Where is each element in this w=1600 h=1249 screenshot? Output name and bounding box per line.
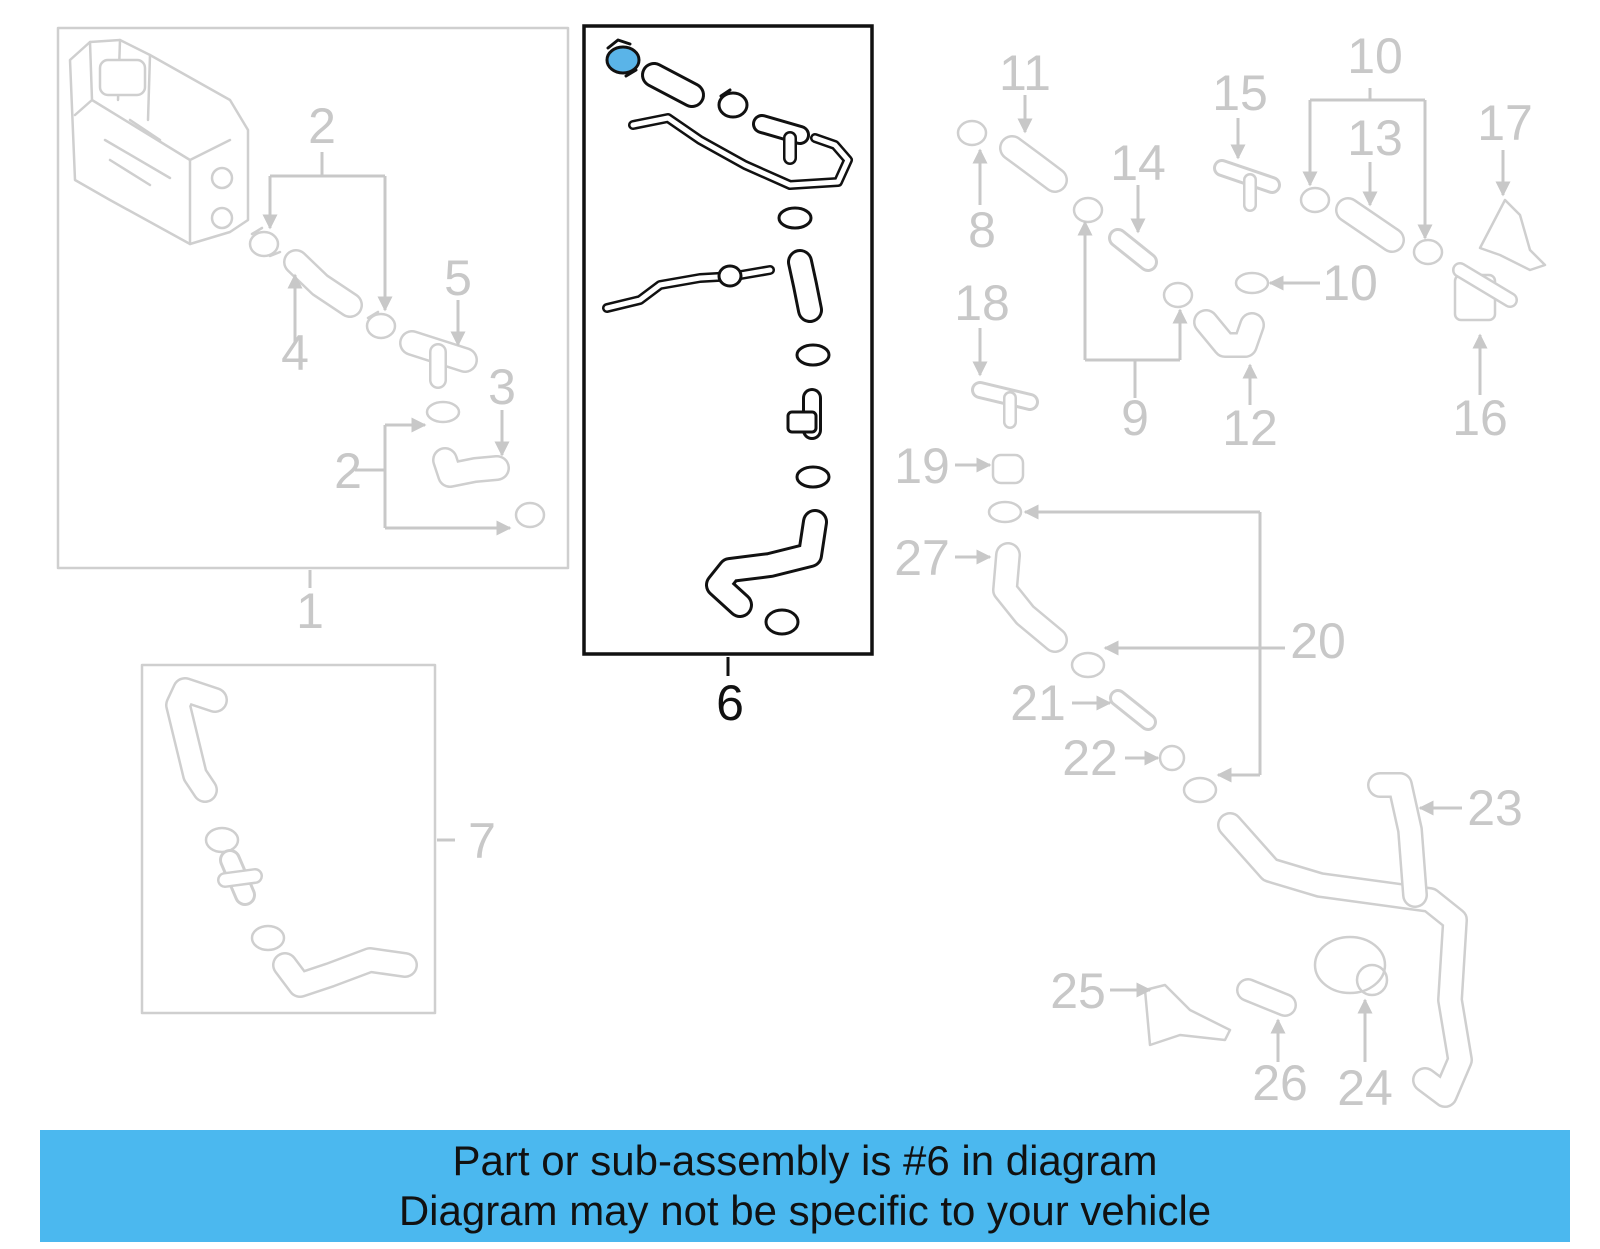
banner-line-1: Part or sub-assembly is #6 in diagram [452, 1137, 1158, 1184]
clamp-part [204, 826, 240, 854]
assembly-1-group[interactable]: 2 4 5 3 2 1 [56, 26, 570, 639]
callout-8: 8 [968, 202, 996, 258]
callout-22: 22 [1062, 730, 1118, 786]
banner-line-2: Diagram may not be specific to your vehi… [398, 1187, 1212, 1234]
callout-13: 13 [1347, 110, 1403, 166]
connector-21-part [1109, 689, 1157, 731]
right-parts-group: 11 8 14 15 10 13 17 10 16 12 9 18 19 27 … [894, 28, 1547, 1116]
callout-9: 9 [1121, 390, 1149, 446]
bracket-25-part [1143, 983, 1232, 1047]
clamp-10b-part [1234, 271, 1270, 295]
callout-14: 14 [1110, 135, 1166, 191]
clamp-part [764, 608, 800, 636]
curved-hose-part [787, 249, 823, 323]
callout-2-top: 2 [308, 98, 336, 154]
clamp-part [795, 343, 831, 367]
hose-11-part [999, 135, 1068, 193]
hose-27-part [992, 542, 1068, 653]
hose-7-upper-part [165, 677, 228, 803]
tee-15-part [1213, 159, 1281, 212]
lower-tube-part [602, 264, 775, 313]
bracket-17-part [1478, 198, 1547, 272]
clamp-part [987, 500, 1023, 524]
hose-13-part [1335, 197, 1405, 253]
assembly-6-box [582, 24, 874, 656]
clamp-part [795, 465, 831, 489]
clamp-part [1412, 238, 1444, 266]
callout-20: 20 [1290, 613, 1346, 669]
clamp-part [717, 88, 749, 119]
bottom-hose-part [705, 509, 828, 618]
callout-15: 15 [1212, 65, 1268, 121]
assembly-1-box [56, 26, 570, 570]
clamp-part [1182, 776, 1218, 804]
callout-7: 7 [468, 813, 496, 869]
connector-14-part [1108, 228, 1158, 272]
hose-7-lower-part [272, 947, 418, 998]
hose-4-part [283, 249, 363, 318]
callout-25: 25 [1050, 963, 1106, 1019]
pad-26-part [1236, 978, 1297, 1017]
assembly-7-group[interactable]: 7 [140, 663, 496, 1015]
clamp-part [250, 924, 286, 952]
callout-26: 26 [1252, 1055, 1308, 1111]
plug-22-part [1158, 744, 1186, 772]
clamp-part [425, 400, 461, 424]
clamp-part [365, 310, 397, 340]
callout-19: 19 [894, 438, 950, 494]
valve-part [786, 388, 822, 440]
tee-fitting-6-upper-part [752, 114, 810, 165]
ring-19-part [991, 453, 1025, 485]
callout-5: 5 [444, 250, 472, 306]
clamp-part [1162, 281, 1194, 309]
engine-block-part [68, 38, 250, 246]
filter-24-part [1313, 935, 1389, 997]
tee-18-part [971, 381, 1039, 429]
pipe-23-part [1217, 772, 1473, 1108]
clamp-part [777, 206, 813, 230]
hose-12-part [1193, 309, 1265, 358]
callout-27: 27 [894, 530, 950, 586]
callout-18: 18 [954, 275, 1010, 331]
upper-tube-part [628, 113, 853, 190]
clamp-part [1299, 186, 1331, 214]
info-banner: Part or sub-assembly is #6 in diagram Di… [40, 1130, 1570, 1242]
clamp-8-part [956, 119, 988, 147]
clamp-part [514, 501, 546, 529]
tee-fitting-7-part [217, 849, 263, 906]
callout-11: 11 [999, 45, 1051, 101]
short-hose-part [641, 62, 705, 108]
callout-21: 21 [1010, 675, 1066, 731]
callout-24: 24 [1337, 1060, 1393, 1116]
tee-fitting-5-part [399, 330, 478, 389]
valve-16-part [1452, 262, 1518, 322]
callout-6: 6 [716, 675, 744, 731]
callout-10-mid: 10 [1322, 255, 1378, 311]
assembly-6-group[interactable]: 6 [582, 24, 874, 731]
callout-23: 23 [1467, 780, 1523, 836]
callout-16: 16 [1452, 390, 1508, 446]
callout-2-lower: 2 [334, 443, 362, 499]
callout-1: 1 [296, 583, 324, 639]
clamp-part [248, 226, 282, 258]
highlighted-clamp-part[interactable] [605, 38, 641, 78]
callout-3: 3 [488, 359, 516, 415]
clamp-part [1072, 196, 1104, 224]
hose-3-part [432, 447, 510, 488]
callout-12: 12 [1222, 400, 1278, 456]
callout-17: 17 [1477, 95, 1533, 151]
callout-10-top: 10 [1347, 28, 1403, 84]
clamp-part [1070, 651, 1106, 679]
callout-4: 4 [281, 325, 309, 381]
assembly-7-box [140, 663, 437, 1015]
